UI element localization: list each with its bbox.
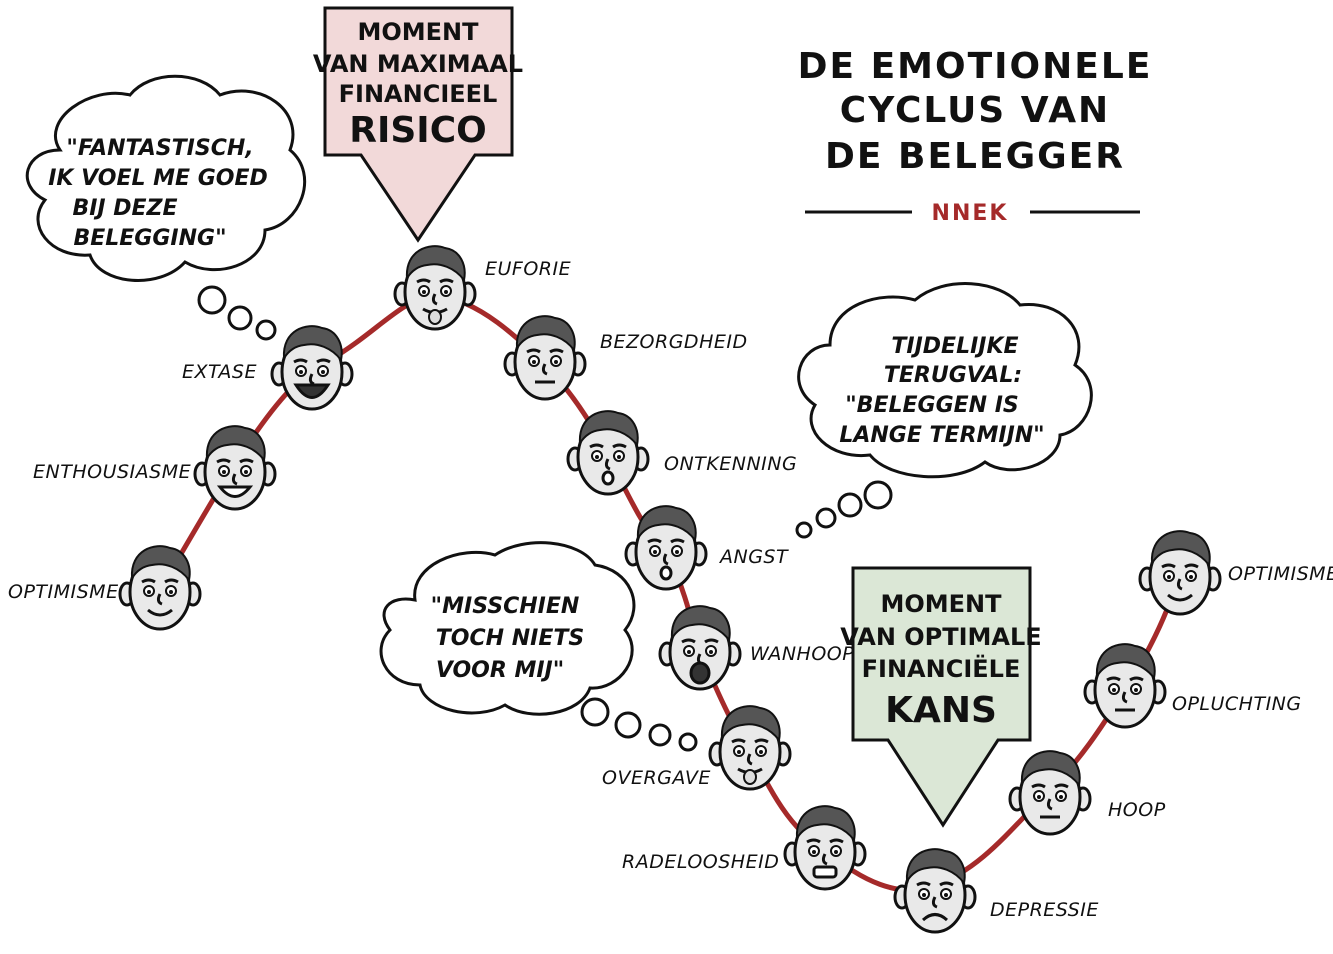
- emotion-label-hoop: HOOP: [1108, 799, 1166, 821]
- face-bezorgdheid: [503, 315, 587, 401]
- face-wanhoop: [658, 605, 742, 691]
- brand-label: NNEK: [932, 201, 1009, 226]
- face-euforie: [393, 245, 477, 331]
- face-optimisme-end: [1138, 530, 1222, 616]
- bubble3-line2: TOCH NIETS: [436, 626, 584, 651]
- face-depressie: [893, 848, 977, 934]
- chance-arrow-line1: MOMENT: [880, 590, 1002, 618]
- face-ontkenning: [566, 410, 650, 496]
- emotion-label-opluchting: OPLUCHTING: [1172, 693, 1302, 715]
- chance-arrow-line2: VAN OPTIMALE: [840, 623, 1041, 651]
- emotion-label-optimisme-end: OPTIMISME: [1228, 563, 1333, 585]
- bubble3-line3: VOOR MIJ": [436, 658, 564, 683]
- face-hoop: [1008, 750, 1092, 836]
- risk-arrow-line1: MOMENT: [357, 18, 479, 46]
- thought-bubble-setback: TIJDELIJKE TERUGVAL: "BELEGGEN IS LANGE …: [795, 282, 1093, 539]
- thought-bubble-euphoric: "FANTASTISCH, IK VOEL ME GOED BIJ DEZE B…: [25, 74, 307, 341]
- emotion-label-euforie: EUFORIE: [485, 258, 571, 280]
- face-radeloosheid: [783, 805, 867, 891]
- risk-arrow-line2: VAN MAXIMAAL: [313, 50, 523, 78]
- title-block: DE EMOTIONELE CYCLUS VAN DE BELEGGER NNE…: [798, 46, 1153, 226]
- emotion-label-optimisme-start: OPTIMISME: [8, 581, 119, 603]
- risk-arrow-line3: FINANCIEEL: [339, 80, 498, 108]
- bubble2-line2: TERUGVAL:: [884, 363, 1022, 388]
- risk-arrow: MOMENT VAN MAXIMAAL FINANCIEEL RISICO: [313, 6, 523, 243]
- chance-arrow: MOMENT VAN OPTIMALE FINANCIËLE KANS: [840, 566, 1042, 828]
- bubble2-line1: TIJDELIJKE: [891, 334, 1018, 359]
- bubble3-line1: "MISSCHIEN: [431, 594, 580, 619]
- chance-arrow-line3: FINANCIËLE: [862, 654, 1021, 683]
- title-line2: CYCLUS VAN: [840, 90, 1110, 131]
- face-extase: [270, 325, 354, 411]
- thought-bubble-doubt: "MISSCHIEN TOCH NIETS VOOR MIJ": [379, 541, 698, 752]
- emotion-label-angst: ANGST: [718, 546, 789, 568]
- emotion-label-depressie: DEPRESSIE: [990, 899, 1099, 921]
- face-optimisme-start: [118, 545, 202, 631]
- bubble1-line4: BELEGGING": [73, 226, 226, 251]
- face-enthousiasme: [193, 425, 277, 511]
- bubble2-line4: LANGE TERMIJN": [839, 423, 1044, 448]
- title-line1: DE EMOTIONELE: [798, 46, 1153, 87]
- faces-layer: [118, 245, 1222, 934]
- emotion-label-bezorgdheid: BEZORGDHEID: [600, 331, 748, 353]
- bubble1-line2: IK VOEL ME GOED: [48, 166, 268, 191]
- face-opluchting: [1083, 643, 1167, 729]
- chance-arrow-line4: KANS: [885, 690, 997, 731]
- bubble2-line3: "BELEGGEN IS: [845, 393, 1019, 418]
- emotion-labels: OPTIMISME ENTHOUSIASME EXTASE EUFORIE BE…: [8, 258, 1333, 921]
- emotion-label-ontkenning: ONTKENNING: [664, 453, 797, 475]
- emotion-label-overgave: OVERGAVE: [602, 767, 711, 789]
- title-line3: DE BELEGGER: [825, 136, 1125, 177]
- face-angst: [624, 505, 708, 591]
- emotion-label-wanhoop: WANHOOP: [750, 643, 854, 665]
- bubble1-line1: "FANTASTISCH,: [66, 136, 253, 161]
- emotion-label-enthousiasme: ENTHOUSIASME: [33, 461, 191, 483]
- emotion-label-radeloosheid: RADELOOSHEID: [622, 851, 779, 873]
- emotion-label-extase: EXTASE: [182, 361, 257, 383]
- bubble1-line3: BIJ DEZE: [72, 196, 177, 221]
- face-overgave: [708, 705, 792, 791]
- risk-arrow-line4: RISICO: [349, 110, 486, 151]
